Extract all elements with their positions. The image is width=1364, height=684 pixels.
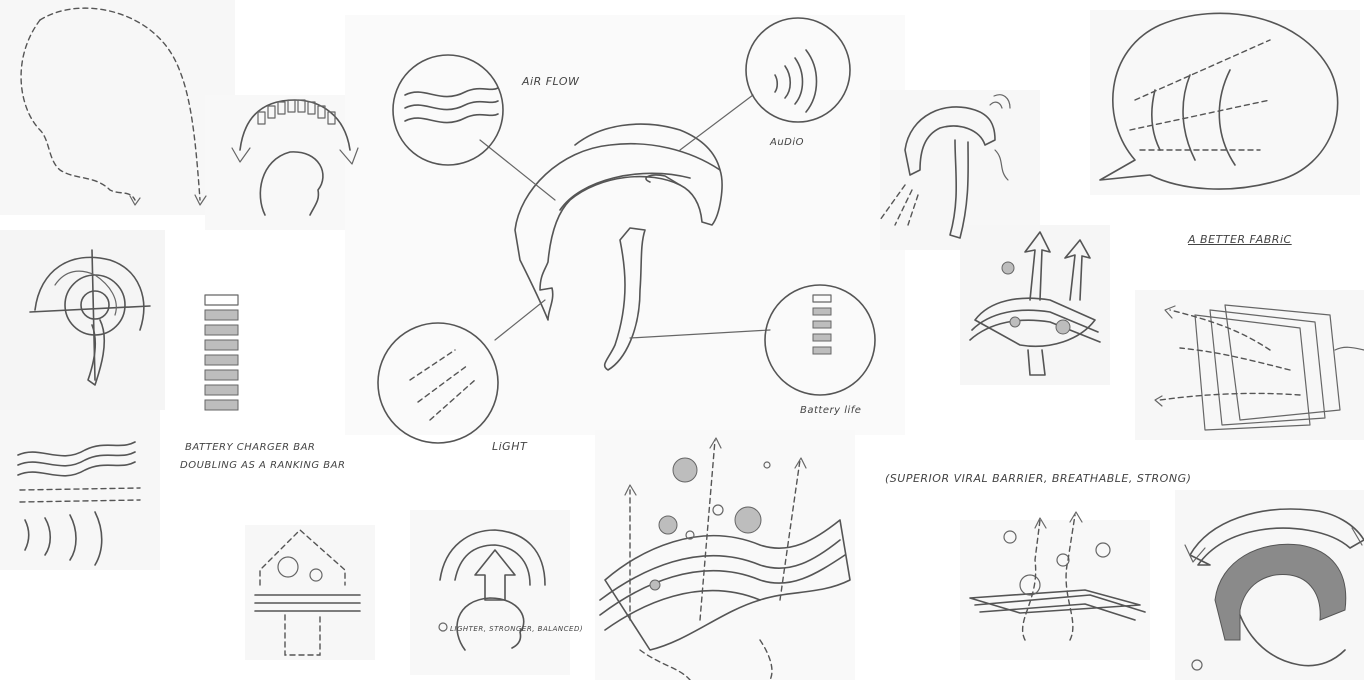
panel-speech-bubble (1090, 10, 1360, 195)
label-battery-bar-line1: BATTERY CHARGER BAR (185, 442, 315, 453)
panel-fabric-arrows (960, 225, 1110, 385)
panel-fabric-layers (1135, 290, 1364, 440)
panel-dotted-head (0, 0, 235, 215)
panel-arrow-layers (245, 525, 375, 660)
label-battery-bar-line2: DOUBLING AS A RANKING BAR (180, 460, 345, 471)
label-better-fabric: A BETTER FABRiC (1188, 233, 1292, 246)
label-lighter-note: LIGHTER, STRONGER, BALANCED) (450, 625, 583, 633)
panel-head-arrows (205, 95, 360, 230)
label-battery-life: Battery life (800, 405, 861, 416)
panel-head-up-arrow (410, 510, 570, 675)
panel-small-fabric (960, 520, 1150, 660)
label-fabric-properties: (SUPERIOR VIRAL BARRIER, BREATHABLE, STR… (885, 472, 1191, 485)
battery-bar-sketch (205, 295, 238, 410)
panel-large-fabric (595, 430, 855, 680)
label-air-flow: AiR FLOW (522, 75, 579, 88)
panel-main-helmet (345, 15, 905, 435)
label-audio: AuDiO (770, 137, 804, 148)
label-light: LiGHT (492, 440, 527, 453)
